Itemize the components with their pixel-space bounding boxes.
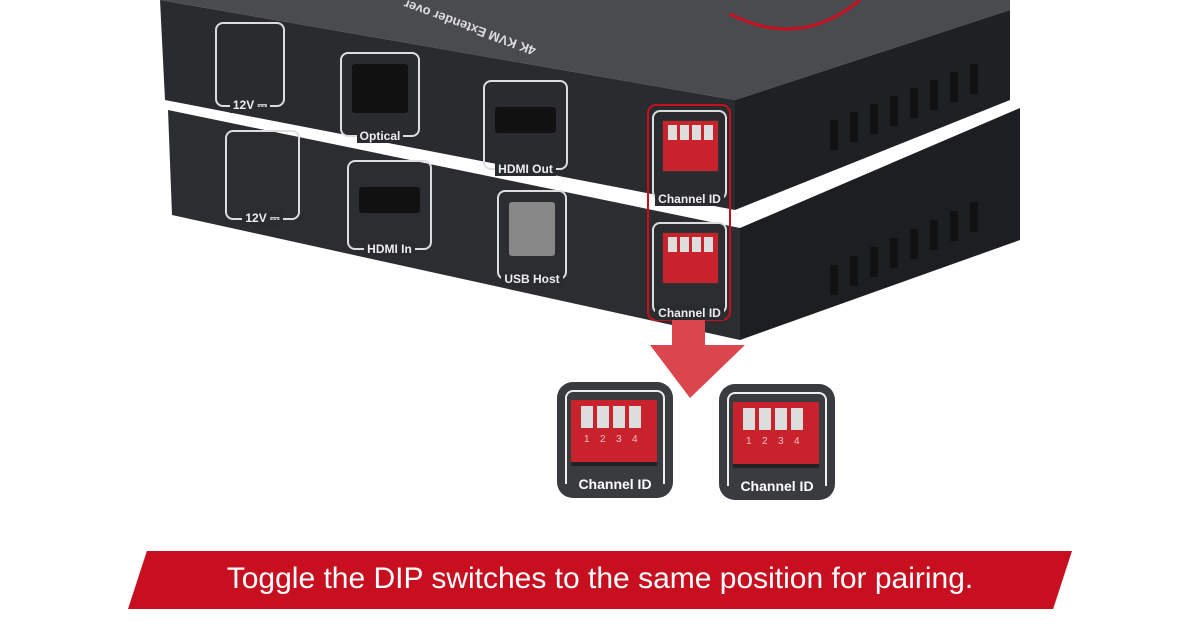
closeup-label: Channel ID xyxy=(578,476,652,492)
bottom-usb-host-port: USB Host xyxy=(497,190,567,286)
top-unit-top xyxy=(160,0,1010,100)
top-hdmi-out-port: HDMI Out xyxy=(483,80,568,176)
closeup-label: Channel ID xyxy=(740,478,814,494)
bottom-unit-front xyxy=(168,110,740,340)
bottom-power-port: 12V ⎓ xyxy=(225,130,300,226)
top-optical-port: Optical xyxy=(340,52,420,143)
arrow-icon xyxy=(650,320,745,398)
caption-banner: Toggle the DIP switches to the same posi… xyxy=(128,551,1072,609)
bottom-hdmi-in-port: HDMI In xyxy=(347,160,432,256)
top-unit-front xyxy=(160,0,735,210)
bottom-unit-side xyxy=(740,108,1020,340)
caption-text: Toggle the DIP switches to the same posi… xyxy=(226,562,974,595)
bottom-channel-id-dip: Channel ID xyxy=(652,222,727,320)
top-power-port: 12V ⎓ xyxy=(215,22,285,113)
top-channel-id-dip: Channel ID xyxy=(652,110,727,206)
